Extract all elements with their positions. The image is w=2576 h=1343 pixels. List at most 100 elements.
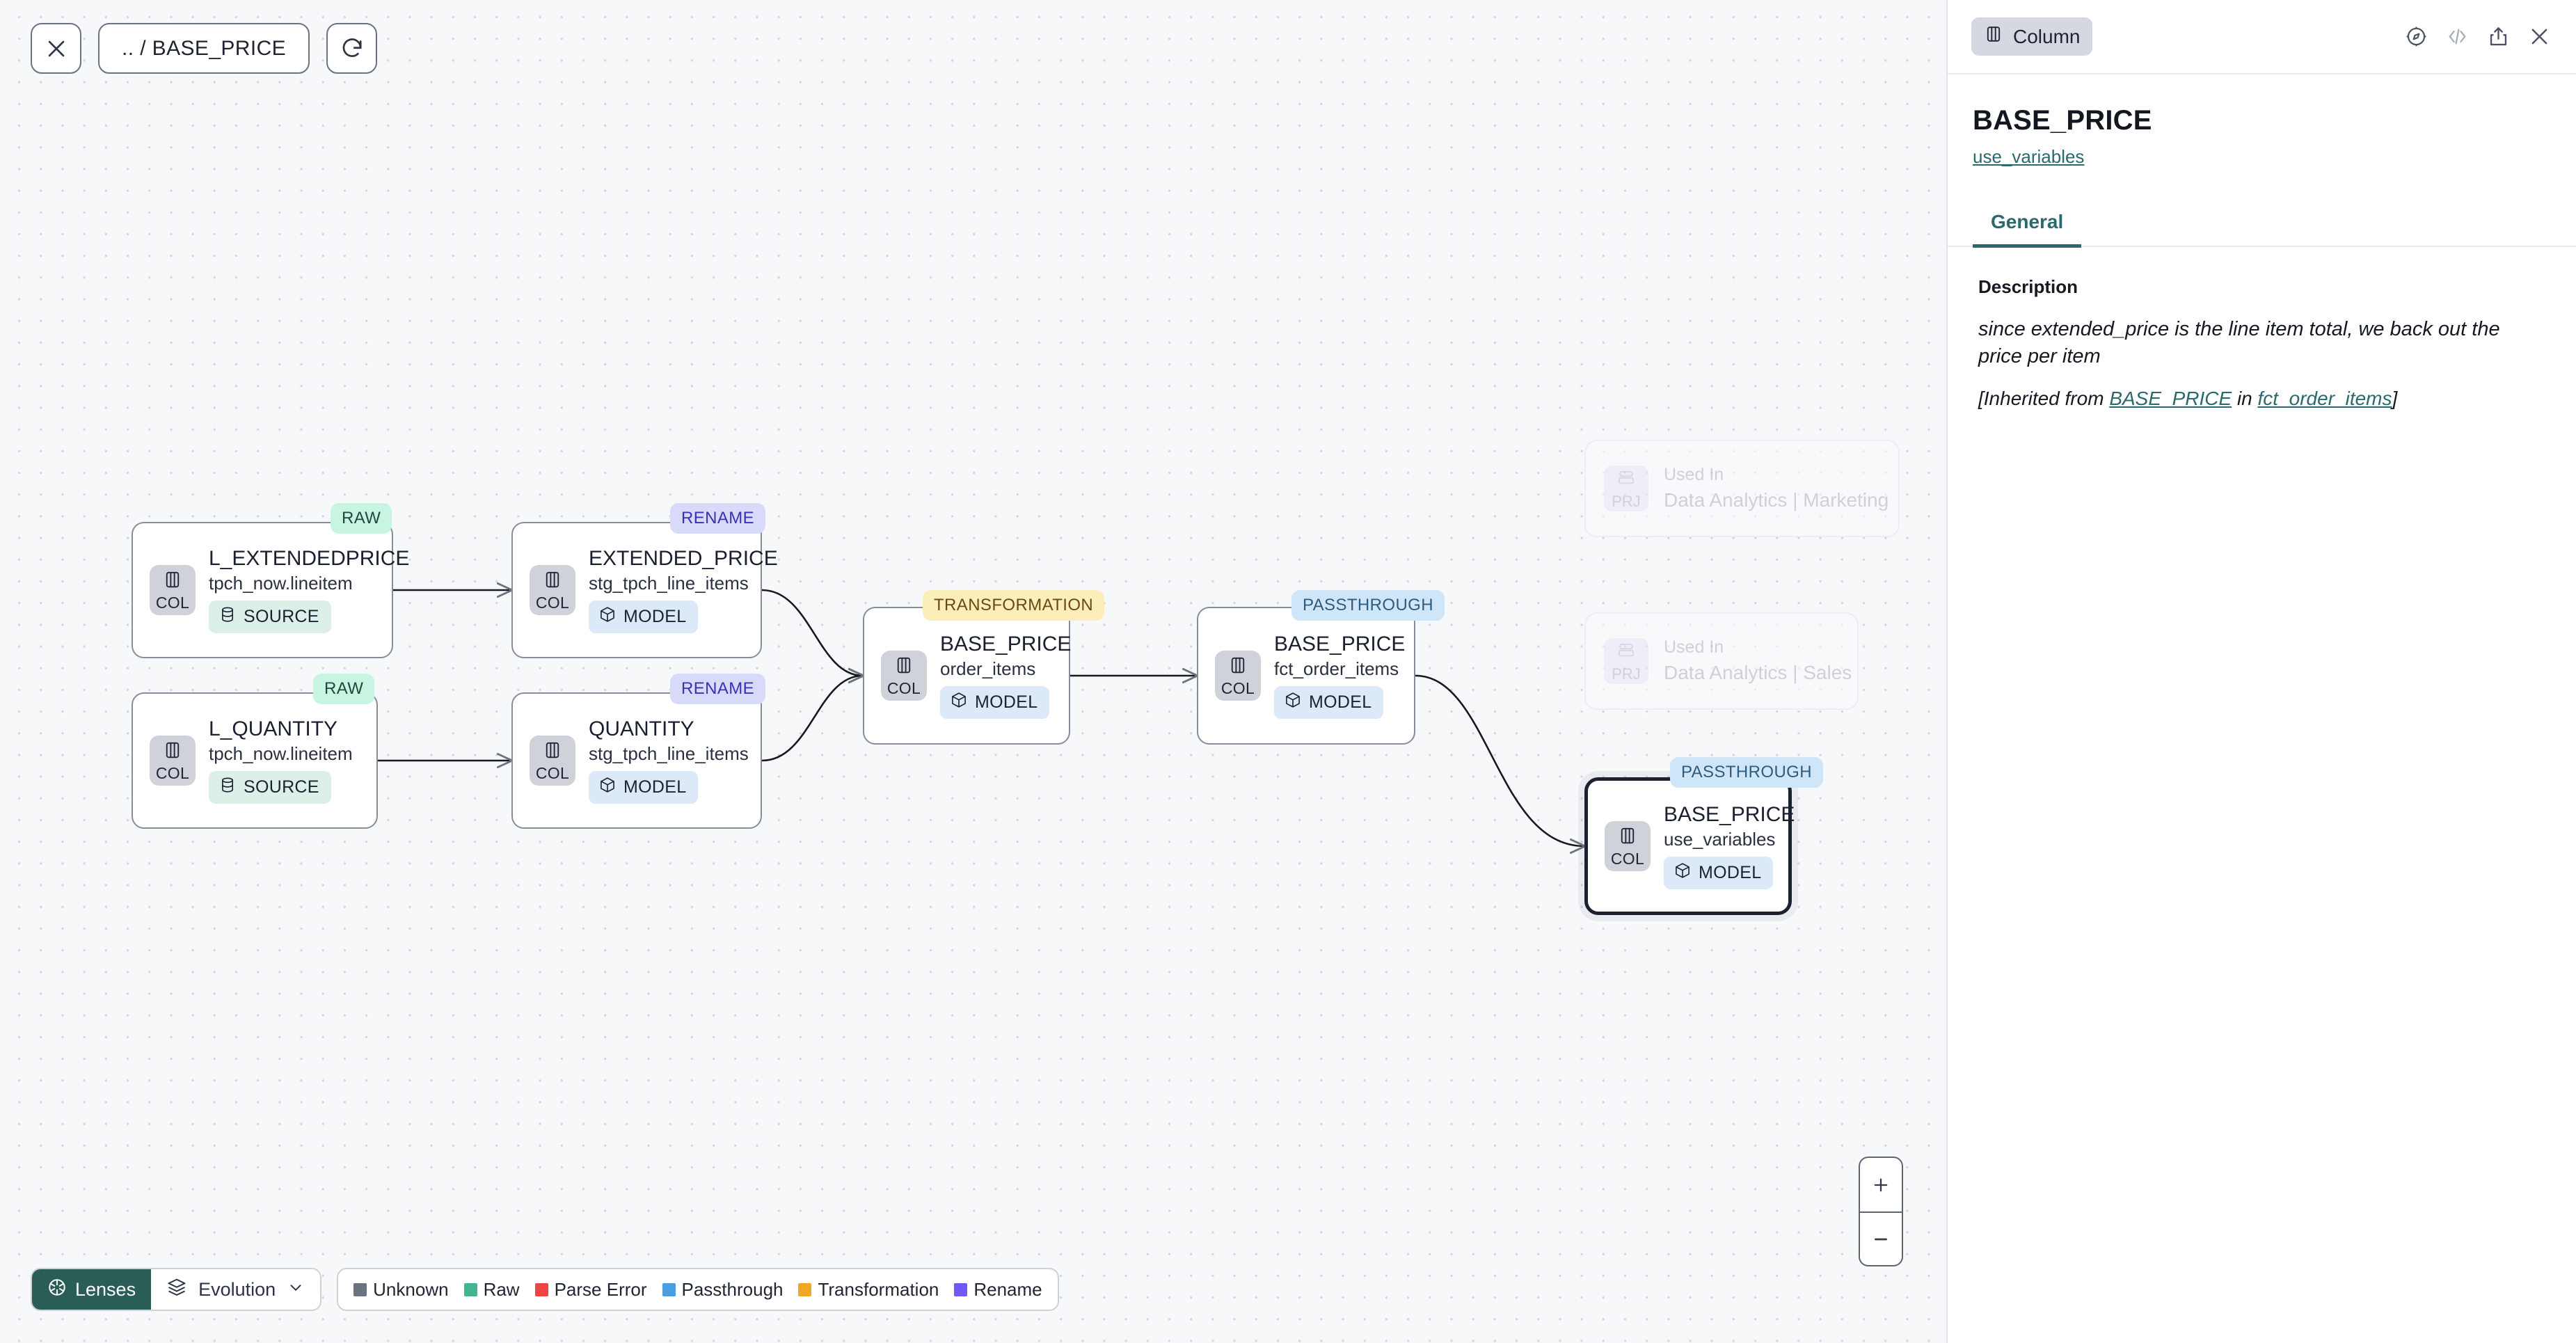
entity-type-label: Column — [2013, 25, 2081, 47]
inherited-middle: in — [2232, 388, 2258, 410]
column-icon — [1227, 655, 1248, 679]
status-legend: Unknown Raw Parse Error Passthrough Transfor… — [337, 1268, 1059, 1311]
node-type-tag-pass: PASSTHROUGH — [1291, 590, 1445, 621]
legend-item[interactable]: Rename — [954, 1279, 1042, 1301]
zoom-in-button[interactable] — [1860, 1158, 1902, 1211]
node-kind-label: MODEL — [623, 607, 687, 627]
legend-item[interactable]: Raw — [463, 1279, 520, 1301]
legend-label: Passthrough — [681, 1278, 784, 1300]
column-chip-label: COL — [1221, 679, 1255, 697]
description-text: since extended_price is the line item to… — [1978, 318, 2500, 368]
used-in-label: Used In — [1664, 637, 1724, 658]
close-icon — [45, 37, 68, 61]
node-kind-badge: MODEL — [1274, 686, 1384, 720]
breadcrumb[interactable]: .. / BASE_PRICE — [98, 23, 310, 74]
panel-header: Column — [1948, 0, 2576, 74]
column-icon — [162, 569, 183, 594]
refresh-button[interactable] — [326, 23, 378, 74]
entity-type-badge: Column — [1971, 17, 2093, 56]
column-chip-label: COL — [535, 764, 570, 782]
inherited-column-link[interactable]: BASE_PRICE — [2109, 388, 2232, 410]
evolution-label: Evolution — [198, 1278, 276, 1300]
tab-general[interactable]: General — [1973, 211, 2082, 248]
inherited-note: [Inherited from BASE_PRICE in fct_order_… — [1978, 386, 2545, 412]
node-kind-label: MODEL — [1309, 692, 1372, 713]
canvas-toolbar[interactable]: .. / BASE_PRICE — [31, 23, 378, 74]
cube-icon — [1673, 861, 1692, 884]
cube-icon — [1284, 691, 1302, 714]
node-kind-label: MODEL — [975, 692, 1038, 713]
legend-swatch — [353, 1282, 367, 1296]
legend-item[interactable]: Passthrough — [662, 1278, 784, 1301]
lenses-button[interactable]: Lenses — [32, 1269, 152, 1310]
node-title: BASE_PRICE — [940, 632, 1072, 655]
node-title: L_QUANTITY — [209, 717, 338, 740]
column-icon — [1984, 24, 2003, 49]
chevron-down-icon — [287, 1278, 305, 1301]
column-type-chip: COL — [150, 565, 196, 615]
node-subtitle: tpch_now.lineitem — [209, 743, 353, 765]
cube-icon — [598, 776, 617, 799]
zoom-controls[interactable] — [1859, 1157, 1903, 1266]
inherited-prefix: [Inherited from — [1978, 388, 2110, 410]
node-subtitle: order_items — [940, 658, 1036, 680]
node-subtitle: tpch_now.lineitem — [209, 573, 353, 594]
lens-control-group[interactable]: Lenses Evolution — [31, 1268, 322, 1311]
cube-icon — [598, 605, 617, 628]
column-chip-label: COL — [155, 594, 190, 612]
node-type-tag-pass: PASSTHROUGH — [1670, 757, 1823, 788]
compass-icon[interactable] — [2405, 25, 2428, 48]
node-kind-label: MODEL — [623, 777, 687, 797]
page-title: BASE_PRICE — [1973, 105, 2152, 136]
column-type-chip: COL — [1215, 651, 1261, 701]
legend-item[interactable]: Parse Error — [534, 1279, 647, 1301]
panel-header-actions[interactable] — [2405, 25, 2551, 48]
node-kind-badge: SOURCE — [209, 601, 331, 634]
legend-label: Rename — [973, 1278, 1042, 1300]
node-kind-label: SOURCE — [244, 607, 319, 627]
legend-item[interactable]: Transformation — [798, 1279, 939, 1301]
column-icon — [542, 569, 563, 594]
evolution-dropdown[interactable]: Evolution — [151, 1269, 321, 1310]
code-icon[interactable] — [2446, 25, 2469, 48]
column-icon — [893, 655, 914, 679]
node-kind-badge: MODEL — [1664, 857, 1774, 890]
minus-icon — [1875, 1238, 1887, 1240]
node-type-tag-trans: TRANSFORMATION — [923, 590, 1105, 621]
inherited-model-link[interactable]: fct_order_items — [2257, 388, 2392, 410]
share-icon[interactable] — [2487, 25, 2510, 48]
column-icon — [1617, 825, 1638, 850]
zoom-out-button[interactable] — [1860, 1211, 1902, 1265]
description-label: Description — [1978, 276, 2078, 297]
panel-tabs[interactable]: General — [1948, 211, 2576, 248]
column-icon — [542, 740, 563, 764]
legend-swatch — [534, 1282, 548, 1296]
database-icon — [218, 776, 237, 799]
close-panel-icon[interactable] — [2528, 25, 2551, 48]
used-in-project: Data Analytics | Sales — [1664, 661, 1852, 683]
close-canvas-button[interactable] — [31, 23, 81, 74]
node-type-tag-raw: RAW — [331, 503, 392, 534]
parent-model-link[interactable]: use_variables — [1973, 146, 2085, 167]
project-icon — [1616, 468, 1637, 493]
legend-label: Transformation — [818, 1278, 939, 1300]
node-subtitle: stg_tpch_line_items — [589, 743, 749, 765]
node-type-tag-rename: RENAME — [670, 503, 766, 534]
used-in-label: Used In — [1664, 465, 1724, 485]
column-type-chip: COL — [881, 651, 927, 701]
legend-swatch — [798, 1282, 812, 1296]
column-type-chip: COL — [530, 736, 575, 786]
legend-swatch — [463, 1282, 477, 1296]
legend-item[interactable]: Unknown — [353, 1279, 449, 1301]
